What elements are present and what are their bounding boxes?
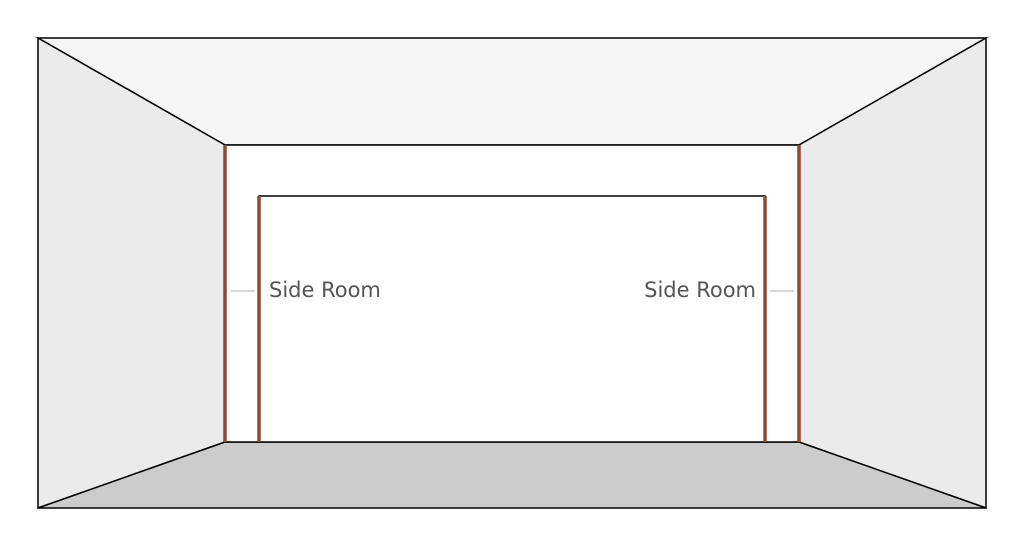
back-wall [224,144,800,443]
right-side-room-label: Side Room [644,278,756,302]
left-side-room-label: Side Room [269,278,381,302]
